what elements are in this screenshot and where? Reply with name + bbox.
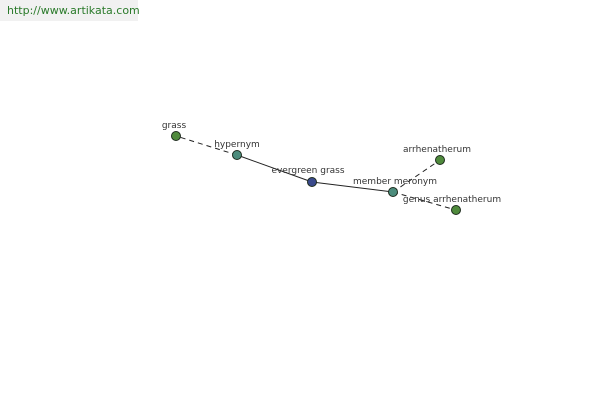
node-genus-arrhenatherum[interactable] [451, 205, 461, 215]
node-grass[interactable] [171, 131, 181, 141]
node-arrhenatherum[interactable] [435, 155, 445, 165]
label-grass[interactable]: grass [162, 121, 187, 131]
edge-evergreen-grass-to-member-meronym [311, 181, 394, 193]
edge-hypernym-to-grass [175, 135, 238, 156]
edge-member-meronym-to-genus-arrhenatherum [392, 191, 457, 211]
node-evergreen-grass[interactable] [307, 177, 317, 187]
site-banner: http://www.artikata.com [0, 0, 140, 21]
edge-evergreen-grass-to-hypernym [236, 154, 313, 183]
node-member-meronym[interactable] [388, 187, 398, 197]
edge-member-meronym-to-arrhenatherum [392, 159, 441, 193]
graph-labels: evergreen grass hypernym member meronym gra… [162, 121, 501, 205]
site-url-link[interactable]: http://www.artikata.com [7, 4, 140, 17]
label-evergreen-grass[interactable]: evergreen grass [271, 166, 344, 176]
label-member-meronym[interactable]: member meronym [353, 177, 437, 187]
node-hypernym[interactable] [232, 150, 242, 160]
label-genus-arrhenatherum[interactable]: genus arrhenatherum [403, 195, 501, 205]
label-arrhenatherum[interactable]: arrhenatherum [403, 145, 471, 155]
graph-nodes [171, 131, 461, 215]
label-hypernym[interactable]: hypernym [214, 140, 260, 150]
graph-edges [175, 135, 457, 211]
